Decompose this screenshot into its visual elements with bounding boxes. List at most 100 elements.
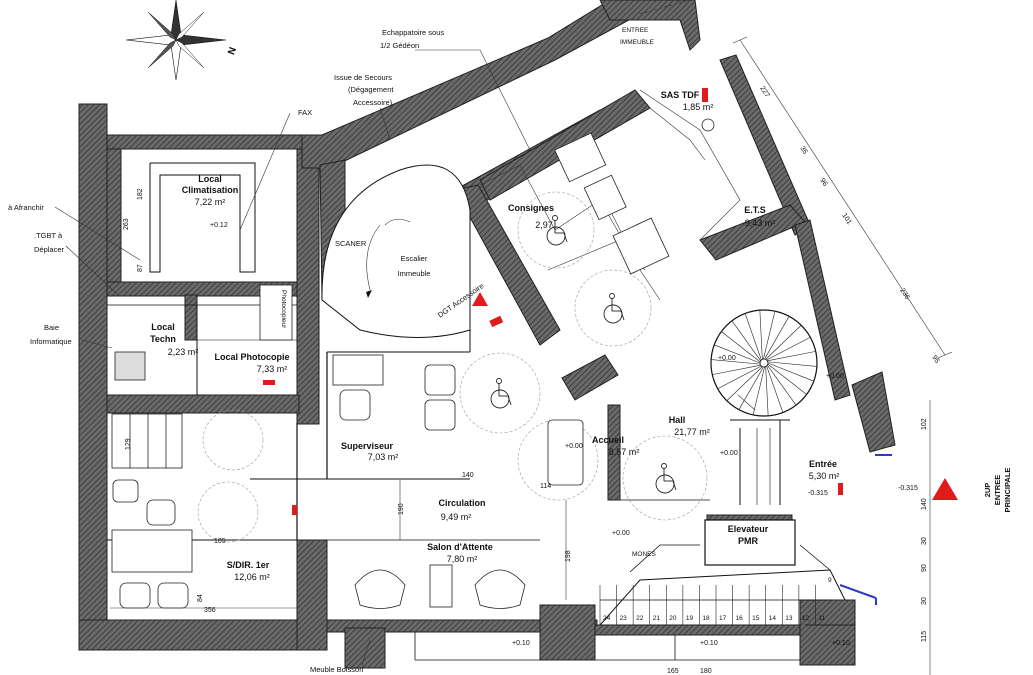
dimension-label: 114 [540, 483, 551, 490]
room-techn-name1: Local [151, 322, 175, 332]
room-techn-name2: Techn [150, 334, 176, 344]
dimension-label: 95 [930, 354, 940, 364]
room-superviseur-name: Superviseur [341, 441, 394, 451]
room-salon-area: 7,80 m² [447, 554, 478, 564]
dimension-label: 115 [921, 631, 928, 642]
spiral-step [767, 364, 797, 406]
room-circulation-area: 9,49 m² [441, 512, 472, 522]
annotation-entree-principale1: ENTREE [993, 475, 1002, 505]
spiral-step [766, 337, 811, 361]
spiral-step [752, 366, 765, 415]
annotation-issue2: (Dégagement [348, 85, 394, 94]
escalier-immeuble [321, 164, 471, 338]
spiral-step [765, 366, 769, 416]
partitions [107, 0, 953, 675]
room-accueil-name: Accueil [592, 435, 624, 445]
dimension-label: 35 [798, 145, 808, 155]
compass-rose: N [125, 0, 239, 81]
spiral-step [766, 365, 784, 413]
level-mark: +0.00 [826, 373, 844, 380]
annotation-entree-immeuble1: ENTREE [622, 27, 649, 34]
dimension-label: 140 [921, 498, 928, 510]
dimension-label: 182 [137, 188, 144, 200]
level-marks: +0.12 +0.00 +0.00 +0.00 +0.00 +0.00 -0.3… [210, 222, 918, 647]
room-entree-name: Entrée [809, 459, 837, 469]
level-mark: -0.315 [898, 485, 918, 492]
dimension-label: 102 [921, 418, 928, 430]
stair-tread-number: 17 [719, 615, 727, 622]
room-hall-name: Hall [669, 415, 686, 425]
dimension-label: 190 [398, 503, 405, 515]
spiral-step [711, 359, 761, 365]
spiral-stair [710, 309, 818, 417]
annotation-baie2: Informatique [30, 337, 72, 346]
room-climatisation-name2: Climatisation [182, 185, 239, 195]
dimension-label: 140 [462, 472, 474, 479]
spiral-step [767, 351, 816, 362]
room-elevateur-name2: PMR [738, 536, 759, 546]
stair-tread-number: 19 [686, 615, 694, 622]
entrance-triangle-icon [932, 478, 958, 500]
room-sas-name: SAS TDF [661, 90, 700, 100]
dimensions: 182 263 87 129 105 84 356 140 190 198 11… [110, 85, 940, 675]
exit-markers [263, 88, 958, 515]
stair-tread-number: 22 [636, 615, 644, 622]
level-mark: +0.10 [512, 640, 530, 647]
spiral-step [764, 316, 790, 360]
room-ets-area: 9,43 m² [745, 218, 776, 228]
room-accueil-area: 8,57 m² [609, 447, 640, 457]
annotation-tgbt1: .TGBT à [34, 231, 63, 240]
room-photocopie-name: Local Photocopie [214, 352, 289, 362]
spiral-step [726, 366, 763, 401]
annotation-photocopieur: Photocopieur [280, 290, 287, 329]
room-ets-name: E.T.S [744, 205, 766, 215]
dimension-label: 105 [214, 538, 226, 545]
room-elevateur-name1: Elevateur [728, 524, 769, 534]
spiral-step [767, 361, 817, 367]
annotation-entree-principale2: PRINCIPALE [1003, 468, 1012, 513]
dimension-label: 198 [565, 550, 572, 562]
level-mark: +0.00 [565, 443, 583, 450]
level-mark: +0.12 [210, 222, 228, 229]
level-mark: +0.00 [718, 355, 736, 362]
stair-tread-number: 16 [736, 615, 744, 622]
spiral-step [712, 364, 761, 375]
annotation-echap1: Echappatoire sous [382, 28, 444, 37]
spiral-step [763, 311, 776, 360]
stair-tread-number: 23 [620, 615, 628, 622]
compass-north-label: N [226, 46, 239, 57]
stair-tread-number: 13 [785, 615, 793, 622]
dimension-label: 129 [125, 438, 132, 450]
stair-tread-number: 21 [653, 615, 661, 622]
room-entree-area: 5,30 m² [809, 471, 840, 481]
annotation-tgbt2: Déplacer [34, 245, 65, 254]
room-sdir-area: 12,06 m² [234, 572, 270, 582]
level-mark: -0.315 [808, 490, 828, 497]
annotation-up: 2UP [983, 483, 992, 498]
room-climatisation-name1: Local [198, 174, 222, 184]
annotation-echap2: 1/2 Gédéon [380, 41, 419, 50]
room-escalier-name2: Immeuble [398, 269, 431, 278]
annotation-issue3: Accessoire) [353, 98, 393, 107]
level-mark: +0.00 [612, 530, 630, 537]
stair-tread-mid: 9 [828, 577, 832, 584]
dimension-label: 263 [123, 218, 130, 230]
room-climatisation-area: 7,22 m² [195, 197, 226, 207]
spiral-step [767, 362, 814, 382]
spiral-step [759, 310, 763, 360]
dimension-label: 180 [700, 668, 712, 675]
stair-tread-number: 18 [702, 615, 710, 622]
annotation-entree-immeuble2: IMMEUBLE [620, 39, 655, 46]
exit-triangle-icon [472, 292, 488, 306]
room-labels: Local Climatisation 7,22 m² Local Techn … [150, 90, 839, 582]
annotation-afranchir: à Afranchir [8, 203, 44, 212]
level-mark: +0.10 [832, 640, 850, 647]
dimension-label: 30 [921, 537, 928, 545]
annotation-fax: FAX [298, 108, 312, 117]
walls [78, 0, 896, 669]
dimension-label: 90 [921, 564, 928, 572]
chair-icon [157, 582, 189, 609]
dimension-label: 30 [921, 597, 928, 605]
